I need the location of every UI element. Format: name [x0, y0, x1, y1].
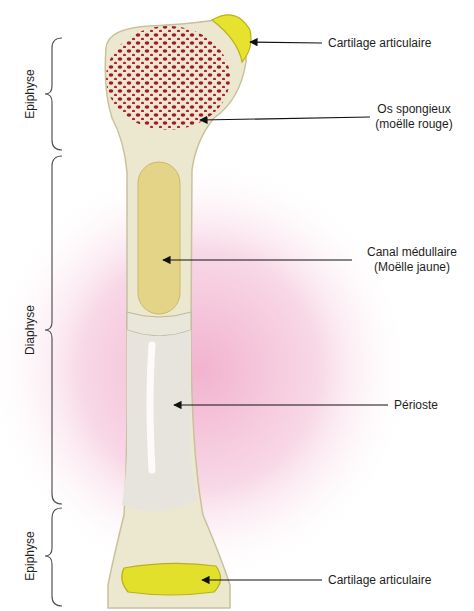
part-label: Périoste: [394, 398, 464, 413]
region-label: Diaphyse: [23, 305, 38, 355]
region-label: Epiphyse: [23, 69, 38, 118]
leader-lines: [163, 42, 388, 580]
part-label: Cartilage articulaire: [328, 573, 468, 588]
part-label: Canal médullaire (Moëlle jaune): [356, 245, 468, 275]
articular-cartilage: [212, 15, 251, 62]
region-brackets: [45, 38, 62, 606]
part-label: Os spongieux (moëlle rouge): [358, 102, 470, 132]
articular-cartilage: [122, 563, 221, 595]
periosteum: [122, 330, 197, 511]
spongy-bone: [100, 20, 240, 140]
highlight: [150, 345, 152, 470]
medullary-canal: [138, 162, 180, 314]
periosteum-cut: [127, 312, 191, 336]
part-label: Cartilage articulaire: [328, 36, 468, 51]
region-label: Epiphyse: [23, 531, 38, 580]
